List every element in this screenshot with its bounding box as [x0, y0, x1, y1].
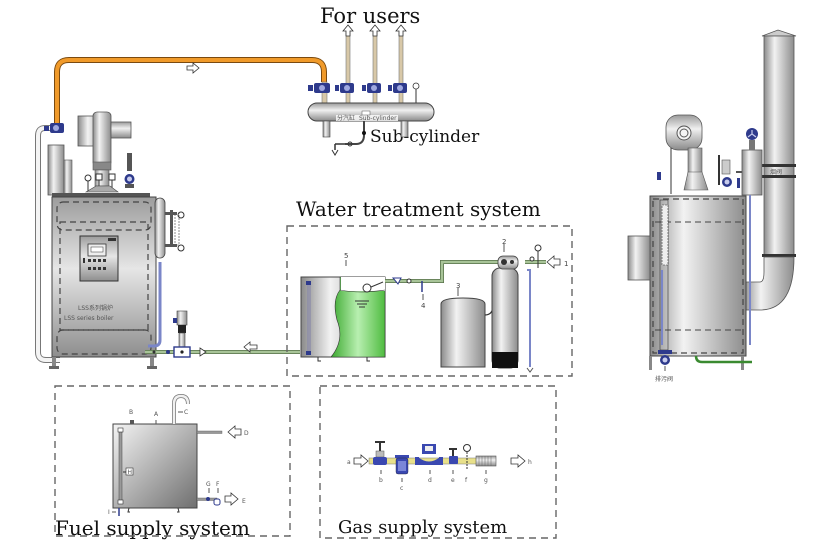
header-valves: [308, 82, 420, 104]
up-arrow-icon: [369, 24, 381, 37]
lss-boiler-side: 烟阀: [627, 29, 797, 383]
steam-pipe: [54, 57, 327, 128]
boiler-name-en: LSS series boiler: [64, 315, 114, 322]
boiler-name-cn: LSS系列锅炉: [78, 304, 113, 312]
gas-part-d-label: d: [428, 477, 432, 484]
gas-solenoid-valve: [449, 448, 458, 464]
sub-cylinder-plate-en: Sub-cylinder: [359, 115, 397, 122]
water-treatment-label: Water treatment system: [296, 197, 541, 221]
part-2-label: 2: [502, 238, 506, 246]
gas-part-g-label: g: [484, 477, 488, 484]
fuel-part-d-label: D: [244, 430, 249, 437]
fuel-part-b-label: B: [129, 409, 133, 416]
gas-part-a-label: a: [347, 459, 351, 466]
gas-pressure-gauge-icon: [463, 444, 471, 470]
gas-filter: [395, 455, 409, 475]
flow-arrow-icon: [243, 341, 258, 353]
fuel-outlet-arrow-icon: [224, 492, 239, 506]
steam-main-valve: [44, 123, 64, 133]
chimney-valve-label: 烟阀: [770, 168, 782, 176]
feed-pump: [173, 310, 191, 358]
gas-part-h-label: h: [528, 459, 532, 466]
water-tank: 5: [300, 252, 386, 362]
feed-water-line: [145, 310, 300, 358]
gas-ball-valve: [373, 441, 387, 465]
brine-tank: 3: [440, 282, 486, 368]
gas-part-f-label: f: [465, 477, 468, 484]
steam-valve-icon: [746, 128, 758, 150]
pressure-gauge-icon: [412, 82, 420, 104]
gas-flow-meter: [415, 444, 443, 465]
pressure-gauge-icon: [534, 244, 542, 268]
gas-outlet-arrow-icon: [510, 454, 526, 468]
fuel-part-g-label: G: [206, 481, 211, 488]
part-3-label: 3: [456, 282, 460, 290]
gas-supply-system: a h b c d e: [319, 385, 557, 539]
fuel-inlet-arrow-icon: [227, 425, 242, 439]
gas-supply-label: Gas supply system: [338, 517, 507, 538]
blowdown-valve-icon: [658, 350, 672, 371]
fuel-part-a-label: A: [154, 411, 159, 418]
part-5-label: 5: [344, 252, 348, 260]
flow-arrow-icon: [186, 62, 200, 74]
fuel-part-e-label: E: [242, 498, 246, 505]
softener-column: 2: [491, 238, 519, 369]
part-4-label: 4: [421, 302, 426, 310]
control-panel: [79, 235, 119, 282]
burner-blower: [77, 111, 132, 187]
sub-cylinder-plate-cn: 分汽缸: [337, 114, 355, 122]
chimney: 烟阀: [742, 29, 797, 311]
part-1-label: 1: [564, 260, 568, 268]
gas-part-c-label: c: [400, 485, 403, 492]
up-arrow-icon: [395, 24, 407, 37]
fuel-part-c-label: C: [184, 409, 188, 416]
fuel-part-h-label: H: [128, 469, 133, 476]
up-arrow-icon: [342, 24, 354, 37]
for-users-label: For users: [320, 4, 420, 28]
blowdown-valve-label: 排污阀: [655, 375, 673, 383]
safety-valve-icon: [124, 153, 135, 188]
sub-cylinder: 分汽缸 Sub-cylinder: [307, 24, 435, 156]
gas-part-b-label: b: [379, 477, 383, 484]
fuel-part-f-label: F: [216, 481, 220, 488]
fuel-part-i-label: I: [108, 509, 110, 516]
water-level-gauge: [154, 197, 185, 259]
water-treatment-system: 5 4 3 2 1: [286, 225, 573, 377]
boiler-gauges: [84, 173, 119, 193]
sub-cylinder-label: Sub-cylinder: [370, 127, 480, 147]
gas-inlet-arrow-icon: [353, 454, 369, 468]
lss-boiler-front: LSS系列锅炉 LSS series boiler: [35, 111, 185, 369]
gas-part-e-label: e: [451, 477, 455, 484]
fuel-supply-system: H B A C D G F E I: [54, 385, 291, 537]
inlet-arrow-icon: [546, 255, 561, 269]
